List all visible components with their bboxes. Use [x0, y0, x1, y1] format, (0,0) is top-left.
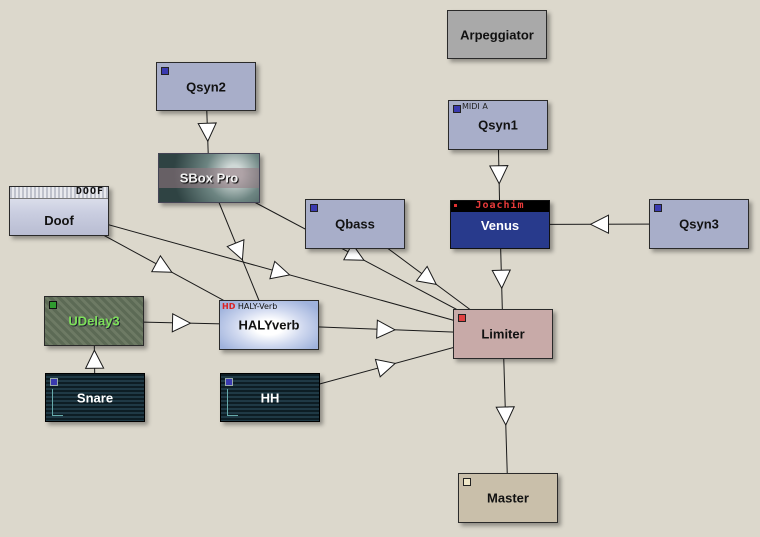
status-led-icon — [458, 314, 466, 322]
node-label: Master — [487, 490, 529, 506]
arrowhead-icon — [589, 214, 610, 235]
node-label: Snare — [76, 390, 114, 405]
node-qsyn1[interactable]: MIDI A Qsyn1 — [448, 100, 548, 150]
node-label: Qsyn1 — [478, 117, 518, 133]
arrowhead-icon — [269, 260, 291, 280]
status-led-icon — [161, 67, 169, 75]
header-label: HALY-Verb — [237, 302, 278, 311]
node-arpeggiator[interactable]: Arpeggiator — [447, 10, 547, 59]
status-led-icon — [310, 204, 318, 212]
brand-label: DOOF — [75, 186, 104, 197]
title-band — [159, 168, 259, 188]
node-qsyn3[interactable]: Qsyn3 — [649, 199, 749, 249]
node-master[interactable]: Master — [458, 473, 558, 523]
arrowhead-icon — [343, 242, 365, 261]
node-udelay3[interactable]: UDelay3 — [44, 296, 144, 346]
arrowhead-icon — [150, 254, 173, 273]
status-led-icon — [453, 105, 461, 113]
header-strip: DOOF — [10, 186, 108, 199]
node-label: Arpeggiator — [460, 27, 534, 42]
node-label: Qsyn2 — [186, 79, 226, 94]
node-qbass[interactable]: Qbass — [305, 199, 405, 249]
status-led-icon — [654, 204, 662, 212]
banner-bar: Joachim — [451, 200, 549, 212]
record-dot-icon — [454, 204, 457, 207]
header-text: HD HALY-Verb — [222, 302, 277, 311]
scope-icon — [227, 389, 238, 416]
arrowhead-icon — [491, 269, 512, 290]
node-label: Doof — [44, 213, 74, 228]
status-led-icon — [463, 478, 471, 486]
status-led-icon — [225, 378, 233, 386]
arrowhead-icon — [489, 165, 509, 185]
hd-badge: HD — [222, 302, 236, 311]
arrowhead-icon — [376, 319, 397, 339]
node-label: SBox Pro — [179, 170, 239, 186]
node-venus[interactable]: Joachim Venus — [450, 200, 550, 249]
node-sbox-pro[interactable]: SBox Pro — [158, 153, 260, 203]
node-label: HH — [260, 390, 280, 405]
status-led-icon — [50, 378, 58, 386]
node-label: Venus — [480, 218, 520, 233]
status-led-icon — [49, 301, 57, 309]
node-label: UDelay3 — [68, 313, 120, 329]
arrowhead-icon — [415, 265, 438, 286]
node-qsyn2[interactable]: Qsyn2 — [156, 62, 256, 111]
node-snare[interactable]: Snare — [45, 373, 145, 422]
node-label: Qbass — [335, 216, 375, 232]
port-label: MIDI A — [462, 102, 488, 111]
arrowhead-icon — [84, 349, 105, 369]
node-label: Limiter — [481, 326, 525, 342]
node-doof[interactable]: DOOF Doof — [9, 186, 109, 236]
node-hh[interactable]: HH — [220, 373, 320, 422]
scope-icon — [52, 389, 63, 416]
arrowhead-icon — [374, 358, 397, 378]
banner-label: Joachim — [475, 200, 525, 211]
node-halyverb[interactable]: HD HALY-Verb HALYverb — [219, 300, 319, 350]
node-label: HALYverb — [238, 317, 300, 333]
node-limiter[interactable]: Limiter — [453, 309, 553, 359]
node-label: Qsyn3 — [679, 216, 719, 232]
arrowhead-icon — [226, 238, 245, 261]
arrowhead-icon — [171, 312, 192, 333]
arrowhead-icon — [495, 406, 516, 427]
arrowhead-icon — [197, 122, 217, 143]
